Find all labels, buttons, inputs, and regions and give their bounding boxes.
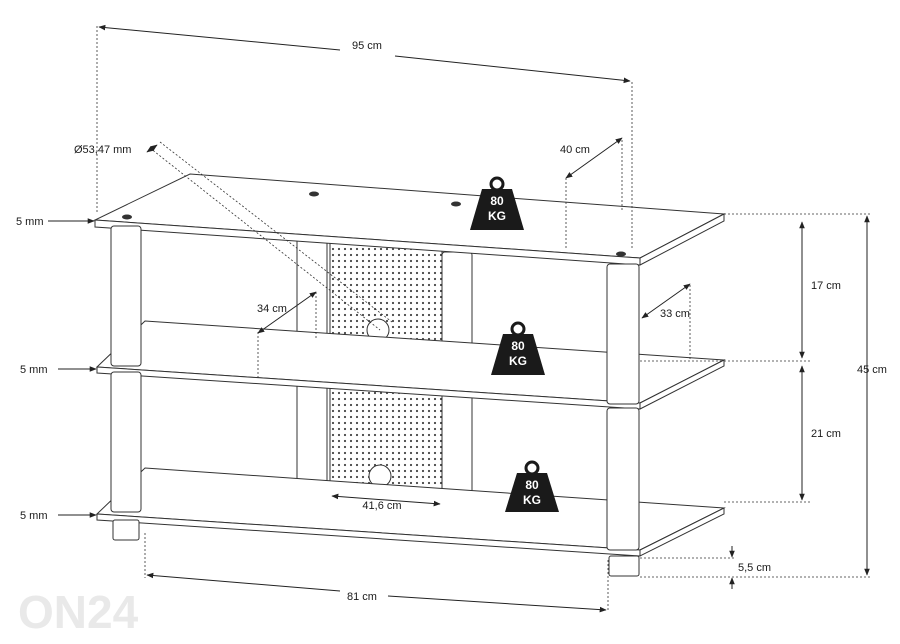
depth-top-label: 40 cm	[560, 144, 590, 156]
dimension-depth-inner: 34 cm	[257, 291, 317, 380]
gap-upper-label: 17 cm	[811, 280, 841, 292]
front-posts	[110, 225, 640, 551]
weight-label-bottom-value: 80	[525, 478, 539, 492]
dimension-panel-width: 41,6 cm	[331, 493, 441, 512]
weight-icon-bottom: 80 KG	[505, 460, 559, 512]
total-height-label: 45 cm	[857, 364, 887, 376]
depth-middle-label: 33 cm	[660, 308, 690, 320]
dimension-depth-top: 40 cm	[560, 137, 623, 250]
weight-icon-middle: 80 KG	[491, 321, 545, 375]
weight-label-top-value: 80	[490, 194, 504, 208]
weight-label-top-unit: KG	[488, 209, 506, 223]
glass-bottom-label: 5 mm	[20, 510, 48, 522]
panel-width-label: 41,6 cm	[362, 500, 401, 512]
dimension-heights: 17 cm 21 cm 45 cm	[640, 213, 887, 578]
on24-logo: ON24	[18, 586, 139, 638]
glass-top-label: 5 mm	[16, 216, 44, 228]
width-bottom-label: 81 cm	[347, 591, 377, 603]
depth-inner-label: 34 cm	[257, 303, 287, 315]
weight-icon-top: 80 KG	[470, 176, 524, 230]
dimension-depth-middle: 33 cm	[641, 283, 691, 360]
glass-middle-label: 5 mm	[20, 364, 48, 376]
top-shelf	[93, 173, 726, 266]
weight-label-bottom-unit: KG	[523, 493, 541, 507]
glass-thickness: 5 mm 5 mm 5 mm	[16, 216, 97, 522]
dimension-width-bottom: 81 cm	[144, 533, 609, 613]
dimension-width-top: 95 cm	[96, 24, 633, 248]
weight-label-middle-unit: KG	[509, 354, 527, 368]
gap-lower-label: 21 cm	[811, 428, 841, 440]
weight-label-middle-value: 80	[511, 339, 525, 353]
dimension-foot-height: 5,5 cm	[729, 546, 771, 589]
feet	[112, 519, 640, 577]
dimension-post-diameter: Ø53,47 mm	[74, 141, 393, 331]
post-diameter-label: Ø53,47 mm	[74, 144, 131, 156]
foot-height-label: 5,5 cm	[738, 562, 771, 574]
width-top-label: 95 cm	[352, 40, 382, 52]
